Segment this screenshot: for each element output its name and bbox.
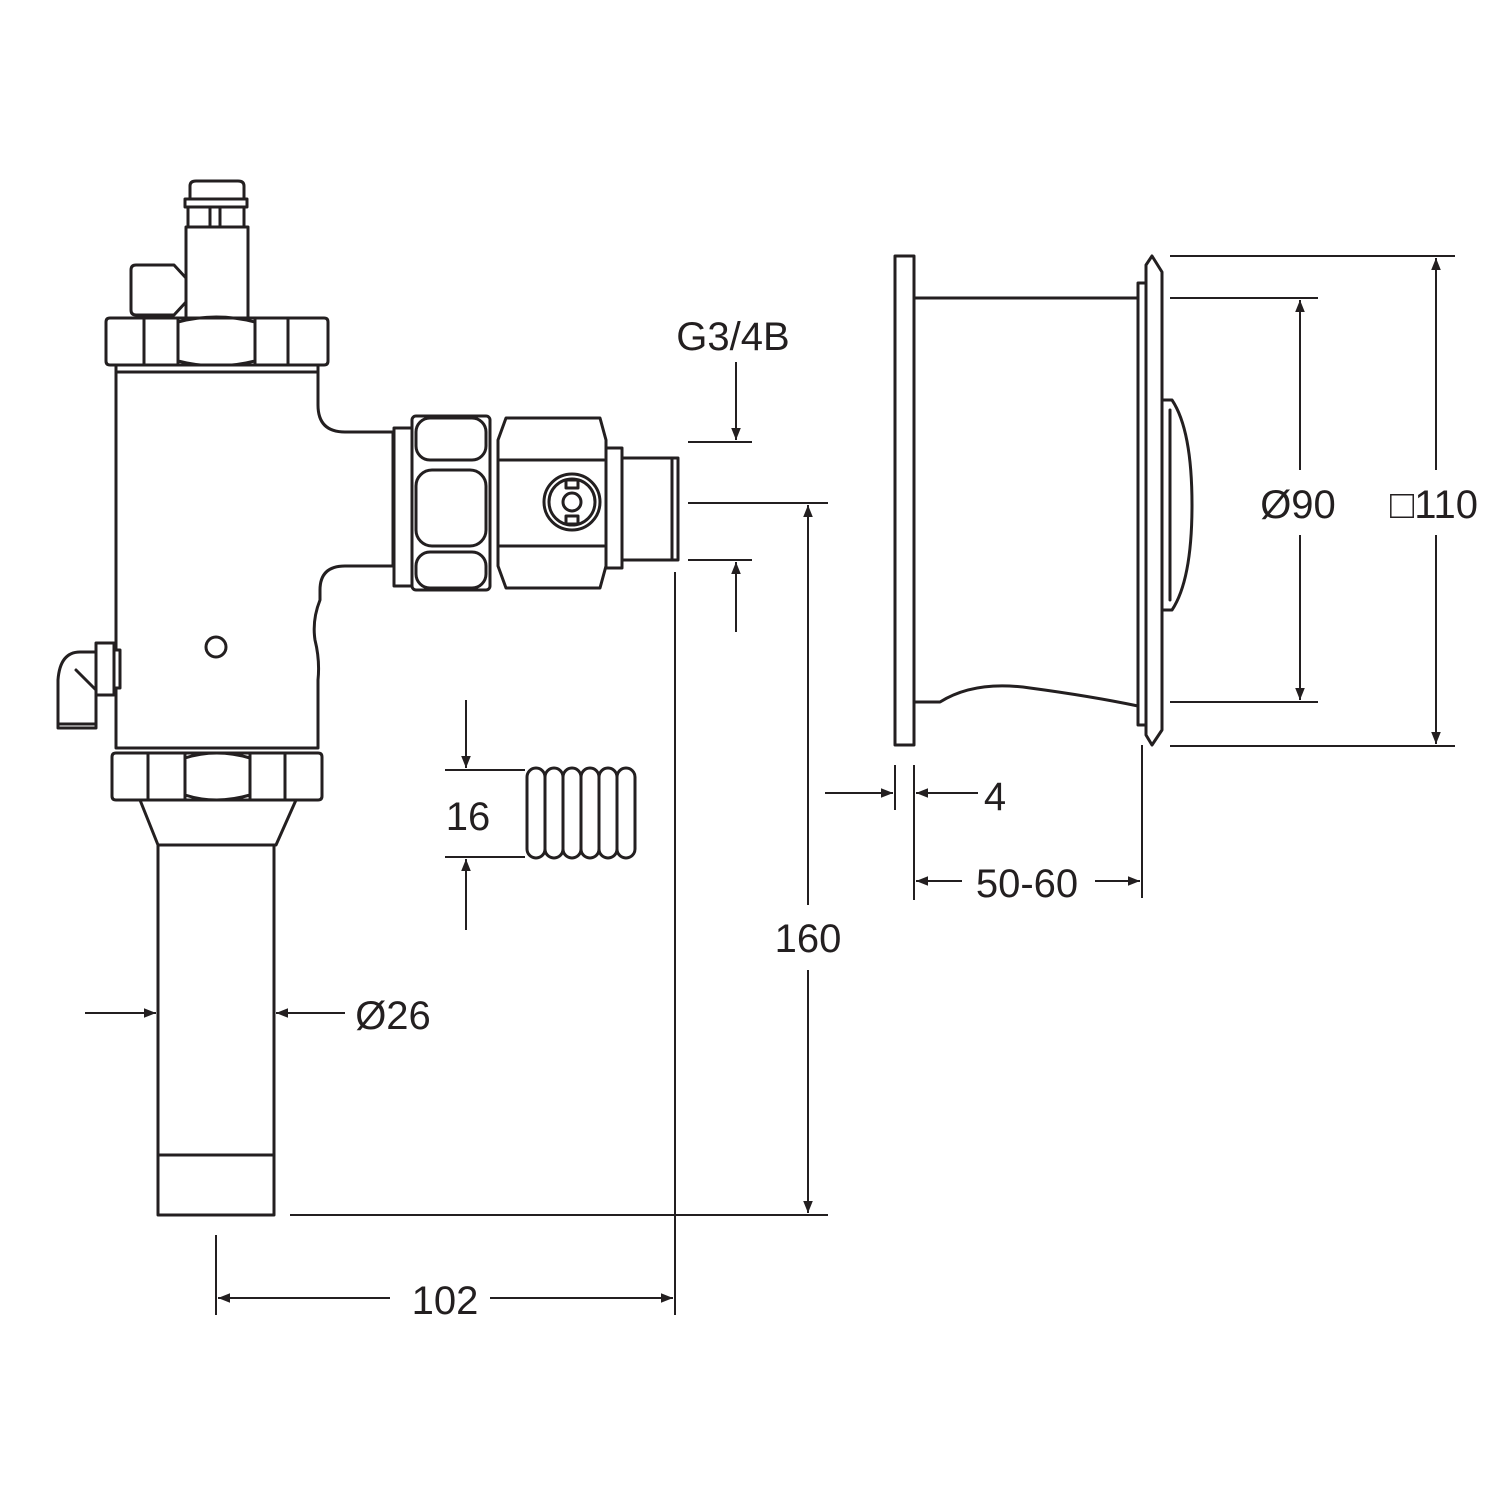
coil-dimension: 16 [445, 700, 637, 930]
flange-thickness-label: 4 [984, 775, 1006, 819]
mounting-flange [893, 254, 916, 747]
valve-stem [184, 225, 250, 321]
button-diameter-label: Ø90 [1260, 483, 1336, 527]
height-dimension: 160 [290, 505, 842, 1216]
plate-size-label: □110 [1390, 483, 1478, 527]
flange-thickness-dimension: 4 [825, 765, 1006, 900]
indicator-hole [204, 635, 228, 659]
wall-depth-label: 50-60 [976, 862, 1078, 906]
thread-dimension: G3/4B [676, 315, 828, 632]
plate-size-dimension: □110 [1170, 255, 1478, 747]
top-cap [188, 179, 246, 202]
flush-valve-side-view [56, 179, 680, 1217]
button-diameter-dimension: Ø90 [1170, 297, 1336, 703]
thread-label: G3/4B [676, 315, 789, 359]
elbow-fitting [56, 641, 122, 730]
upper-hex-nut [104, 316, 330, 367]
spring-coil-icon [525, 766, 637, 860]
flush-plate-side-view [893, 254, 1194, 747]
push-button [1160, 398, 1194, 612]
pipe-taper [138, 798, 298, 847]
lower-hex-nut [110, 751, 324, 802]
cover-plate [1144, 254, 1164, 747]
pipe-diameter-dimension: Ø26 [85, 994, 431, 1038]
offset-label: 102 [412, 1279, 479, 1323]
pipe-diameter-label: Ø26 [355, 994, 431, 1038]
side-cap [129, 263, 188, 317]
outlet-pipe [156, 843, 276, 1217]
valve-body [114, 370, 395, 750]
shutoff-knob-icon [542, 472, 602, 532]
coil-height-label: 16 [446, 795, 491, 839]
inlet-connector [392, 414, 680, 592]
offset-dimension: 102 [215, 572, 676, 1323]
height-label: 160 [775, 917, 842, 961]
wall-depth-dimension: 50-60 [916, 745, 1143, 906]
top-nut [186, 205, 246, 229]
wall-box [912, 296, 1140, 708]
